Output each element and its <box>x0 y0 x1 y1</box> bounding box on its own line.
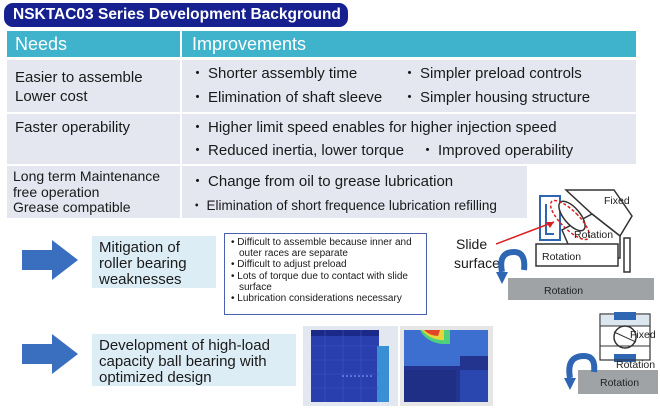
row1-needs: Easier to assemble Lower cost <box>7 60 180 112</box>
row1-impr-4: Simpler housing structure <box>420 89 591 106</box>
bullet: ・ <box>190 173 206 190</box>
row2-impr-1: Higher limit speed enables for higher in… <box>208 119 557 136</box>
rotation-base-label: Rotation <box>544 285 583 297</box>
development-label: Development of high-load capacity ball b… <box>92 334 296 386</box>
bullet: ・ <box>420 142 436 159</box>
row2-improvements: ・Higher limit speed enables for higher i… <box>182 114 636 164</box>
mitigation-label: Mitigation of roller bearing weaknesses <box>92 236 216 288</box>
row1-need-2: Lower cost <box>15 88 88 105</box>
development-label-line2: capacity ball bearing with <box>99 353 267 370</box>
slide-surface-line2: surface <box>454 255 500 271</box>
row3-needs: Long term Maintenance free operation Gre… <box>7 166 180 218</box>
roller-bearing-diagram: Fixed Rotation Rotation Rotation <box>496 189 654 300</box>
bullet: ・ <box>402 65 418 82</box>
base-platform <box>508 278 654 300</box>
fixed-label: Fixed <box>630 329 656 341</box>
rotation-upper-label: Rotation <box>574 229 613 241</box>
row2-impr-3: Improved operability <box>438 142 574 159</box>
right-arrow-icon <box>22 240 78 280</box>
row1-improvements: ・Shorter assembly time ・Simpler preload … <box>182 60 636 112</box>
bullet: ・ <box>190 198 204 213</box>
row2-needs: Faster operability <box>7 114 180 164</box>
rotation-upper-label: Rotation <box>616 359 655 371</box>
ball-bearing-diagram: Fixed Rotation Rotation <box>564 312 658 394</box>
rotation-lower-label: Rotation <box>542 251 581 263</box>
mitigation-label-line2: roller bearing <box>99 255 187 272</box>
header-improvements: Improvements <box>182 31 636 57</box>
row2-impr-2: Reduced inertia, lower torque <box>208 142 404 159</box>
slide-surface-line1: Slide <box>456 236 488 252</box>
row3-need-1: Long term Maintenance <box>13 168 161 184</box>
weakness-list: • Difficult to assemble because inner an… <box>224 233 427 315</box>
fixed-label: Fixed <box>604 195 630 207</box>
simulation-image-stress <box>400 326 493 406</box>
fixed-outer-race <box>564 189 633 238</box>
rotation-arrow-icon <box>498 248 528 273</box>
header-needs: Needs <box>7 31 180 57</box>
rotation-base-label: Rotation <box>600 377 639 389</box>
bullet: ・ <box>190 119 206 136</box>
weakness-item: • Lubrication considerations necessary <box>231 293 402 305</box>
slide-surface-label: Slide surface <box>454 235 500 273</box>
weakness-item: • Difficult to assemble because inner an… <box>231 237 412 260</box>
row2-need-1: Faster operability <box>15 119 131 136</box>
bullet: ・ <box>190 142 206 159</box>
mitigation-label-line3: weaknesses <box>99 271 182 288</box>
base-platform <box>578 370 658 394</box>
row1-impr-2: Simpler preload controls <box>420 65 582 82</box>
bullet: ・ <box>190 89 206 106</box>
row3-need-2: free operation <box>13 183 100 200</box>
mitigation-label-line1: Mitigation of <box>99 239 180 256</box>
row3-need-3: Grease compatible <box>13 199 131 215</box>
development-label-line3: optimized design <box>99 369 212 386</box>
page-title: NSKTAC03 Series Development Background <box>4 3 348 27</box>
slide-surface-highlight <box>549 199 591 241</box>
right-arrow-icon <box>22 334 78 374</box>
bullet: ・ <box>402 89 418 106</box>
bullet: ・ <box>190 65 206 82</box>
rotation-arrow-icon <box>566 352 598 379</box>
weakness-item: • Difficult to adjust preload <box>231 259 347 271</box>
development-label-line1: Development of high-load <box>99 337 270 354</box>
row1-impr-1: Shorter assembly time <box>208 65 358 82</box>
simulation-image-mesh <box>303 326 398 406</box>
row1-impr-3: Elimination of shaft sleeve <box>208 89 383 106</box>
rotation-lower-block <box>535 243 619 267</box>
row3-impr-2: Elimination of short frequence lubricati… <box>206 198 497 213</box>
row3-improvements: ・Change from oil to grease lubrication ・… <box>182 166 527 218</box>
row3-impr-1: Change from oil to grease lubrication <box>208 173 454 190</box>
weakness-item: • Lots of torque due to contact with sli… <box>231 270 408 293</box>
row1-need-1: Easier to assemble <box>15 69 143 86</box>
rotation-inner-race <box>599 345 651 361</box>
